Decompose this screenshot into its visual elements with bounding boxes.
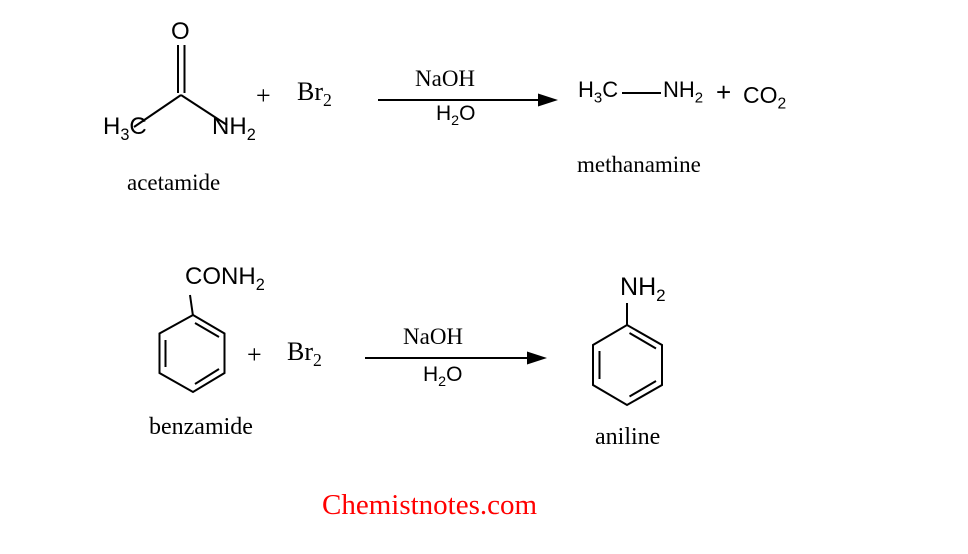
c-methyl-bond — [133, 94, 182, 128]
reaction2-water-label: H2O — [423, 363, 463, 391]
acetamide-amide-label: NH2 — [212, 113, 256, 144]
aniline-group-label: NH2 — [620, 273, 666, 305]
methanamine-amine-label: NH2 — [663, 77, 704, 107]
watermark-text: Chemistnotes.com — [322, 489, 538, 521]
reaction1-naoh-label: NaOH — [415, 66, 476, 91]
benzamide-benzene-ring — [158, 313, 226, 394]
methanamine-name-label: methanamine — [577, 152, 701, 177]
reaction2-arrow-head — [527, 351, 547, 365]
methanamine-methyl-label: H3C — [578, 77, 619, 107]
reaction1-plus-sign: + — [256, 81, 271, 110]
aniline-benzene-ring — [592, 323, 663, 407]
benzamide-inner-bond-topright — [194, 322, 220, 338]
aniline-inner-bond-topright — [628, 332, 657, 350]
reaction2-naoh-label: NaOH — [403, 324, 464, 349]
acetamide-name-label: acetamide — [127, 170, 221, 195]
reaction2-plus-sign: + — [247, 340, 262, 369]
reaction1-arrow — [378, 93, 558, 107]
benzamide-skeleton — [158, 294, 226, 394]
benzamide-name-label: benzamide — [149, 414, 253, 440]
reaction1-arrow-head — [538, 93, 558, 107]
reaction2-bromine-label: Br2 — [287, 337, 322, 371]
reaction1-bromine-label: Br2 — [297, 77, 332, 111]
benzamide-group-label: CONH2 — [185, 263, 265, 294]
reaction1-water-label: H2O — [436, 102, 476, 130]
co2-label: CO2 — [743, 82, 787, 113]
aniline-skeleton — [592, 303, 663, 407]
reaction1-plus-sign-2: + — [716, 77, 732, 107]
aniline-inner-bond-bottomright — [628, 380, 657, 398]
c-amide-bond — [180, 94, 228, 126]
benzamide-substituent-bond — [189, 294, 194, 317]
reaction2-arrow — [365, 351, 547, 365]
aniline-name-label: aniline — [595, 424, 661, 450]
benzamide-inner-bond-bottomright — [194, 368, 220, 385]
acetamide-oxygen-label: O — [171, 18, 190, 45]
acetamide-skeleton — [133, 45, 228, 128]
acetamide-methyl-label: H3C — [103, 113, 147, 144]
